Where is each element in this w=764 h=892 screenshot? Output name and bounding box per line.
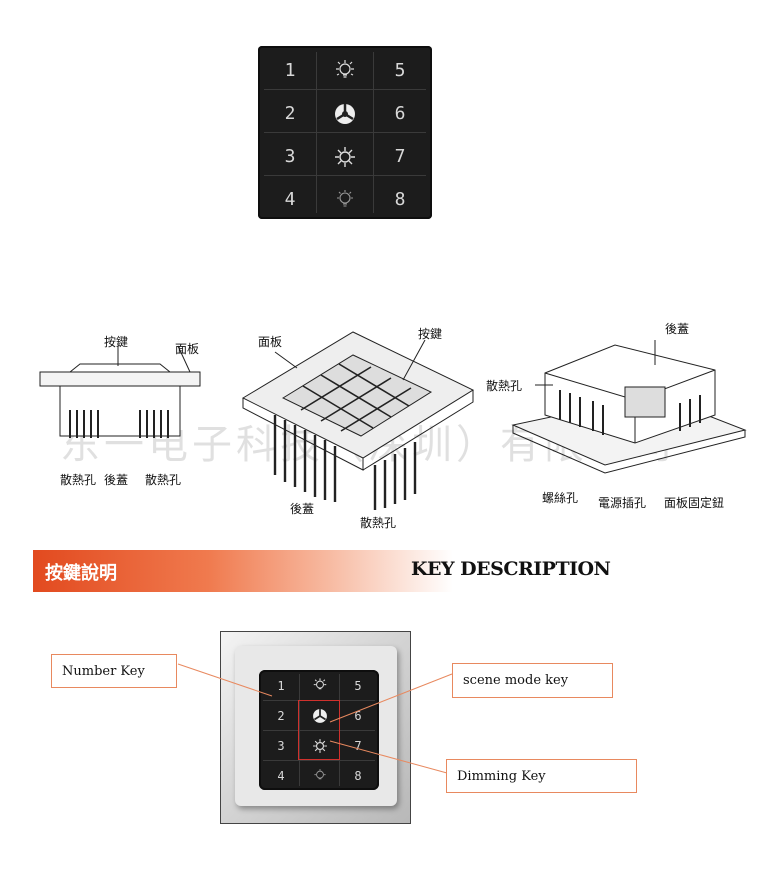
banner-title-en: KEY DESCRIPTION <box>411 558 611 580</box>
bulb-bright-icon[interactable] <box>300 672 339 700</box>
sun-dimming-icon[interactable] <box>317 138 373 175</box>
scene-mode-icon[interactable] <box>300 702 339 730</box>
bulb-bright-icon[interactable] <box>317 52 373 89</box>
label-vent: 散熱孔 <box>145 473 182 487</box>
bulb-dim-icon[interactable] <box>317 181 373 218</box>
callout-lines <box>177 663 453 774</box>
label-key: 按鍵 <box>104 335 129 349</box>
highlight-box <box>298 700 340 760</box>
number-key-2[interactable]: 2 <box>277 709 285 723</box>
label-power-socket: 電源插孔 <box>598 496 647 510</box>
label-vent: 散熱孔 <box>486 379 523 393</box>
rear-view-drawing <box>511 340 747 474</box>
label-vent: 散熱孔 <box>360 516 397 530</box>
sun-dimming-icon[interactable] <box>300 732 339 760</box>
number-key-3[interactable]: 3 <box>277 739 285 753</box>
number-key-5[interactable]: 5 <box>394 60 406 81</box>
number-key-2[interactable]: 2 <box>284 103 296 124</box>
scene-mode-icon[interactable] <box>317 95 373 132</box>
callout-dimming-key: Dimming Key <box>446 759 637 793</box>
label-back-cover: 後蓋 <box>290 502 315 516</box>
banner-title-cn: 按鍵說明 <box>45 563 117 584</box>
bulb-dim-icon[interactable] <box>300 762 339 790</box>
bottom-keypad: 1 2 3 4 5 6 7 8 <box>259 670 379 790</box>
callout-number-key: Number Key <box>51 654 177 688</box>
number-key-5[interactable]: 5 <box>354 679 362 693</box>
label-panel: 面板 <box>175 342 200 356</box>
divider <box>264 175 426 176</box>
side-view-drawing <box>39 345 201 438</box>
label-panel-fix: 面板固定鈕 <box>664 496 725 510</box>
number-key-3[interactable]: 3 <box>284 146 296 167</box>
number-key-1[interactable]: 1 <box>284 60 296 81</box>
label-screw-hole: 螺絲孔 <box>542 491 579 505</box>
label-back-cover: 後蓋 <box>665 322 690 336</box>
number-key-1[interactable]: 1 <box>277 679 285 693</box>
product-photo-frame: 1 2 3 4 5 6 7 8 <box>220 631 411 824</box>
label-back-cover: 後蓋 <box>104 473 129 487</box>
label-key: 按鍵 <box>418 327 443 341</box>
number-key-8[interactable]: 8 <box>394 189 406 210</box>
number-key-7[interactable]: 7 <box>394 146 406 167</box>
divider <box>264 89 426 90</box>
top-view-drawing <box>241 331 475 510</box>
section-banner: 按鍵說明 KEY DESCRIPTION <box>33 550 733 592</box>
top-keypad: 1 2 3 4 5 6 7 8 <box>258 46 432 219</box>
number-key-4[interactable]: 4 <box>284 189 296 210</box>
number-key-6[interactable]: 6 <box>354 709 362 723</box>
label-vent: 散熱孔 <box>60 473 97 487</box>
label-panel: 面板 <box>258 335 283 349</box>
divider <box>264 132 426 133</box>
callout-scene-mode-key: scene mode key <box>452 663 613 698</box>
number-key-8[interactable]: 8 <box>354 769 362 783</box>
number-key-6[interactable]: 6 <box>394 103 406 124</box>
number-key-7[interactable]: 7 <box>354 739 362 753</box>
number-key-4[interactable]: 4 <box>277 769 285 783</box>
